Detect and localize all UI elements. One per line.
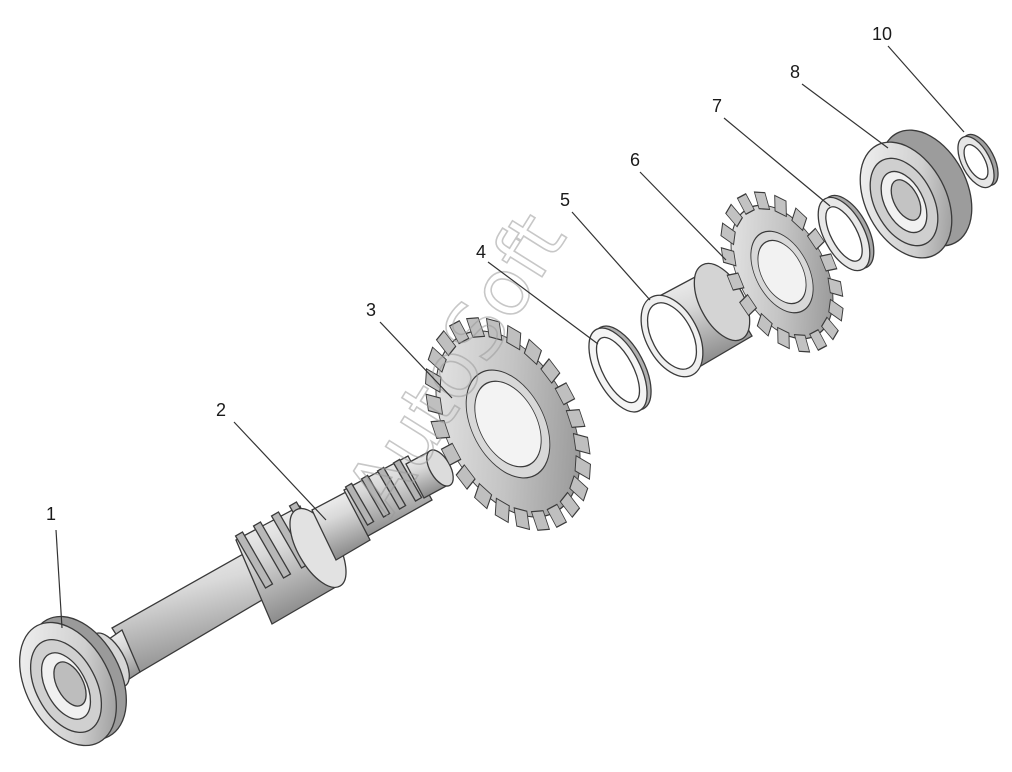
callout-1: 1 bbox=[46, 504, 56, 524]
callout-10: 10 bbox=[872, 24, 892, 44]
lockwasher-part-10 bbox=[957, 133, 999, 189]
gear-part-7 bbox=[720, 191, 844, 353]
ring-part-4 bbox=[588, 325, 652, 413]
callout-2: 2 bbox=[216, 400, 226, 420]
leader-6 bbox=[639, 171, 727, 261]
callout-3: 3 bbox=[366, 300, 376, 320]
washer-part-7b bbox=[817, 194, 875, 272]
leader-3 bbox=[379, 321, 453, 399]
callout-6: 6 bbox=[630, 150, 640, 170]
callout-numbers: 1 2 3 4 5 6 7 8 10 bbox=[46, 24, 892, 524]
bearing-part-1 bbox=[19, 615, 127, 747]
gear-part-3 bbox=[425, 317, 591, 531]
callout-7: 7 bbox=[712, 96, 722, 116]
callout-5: 5 bbox=[560, 190, 570, 210]
leader-7 bbox=[723, 117, 831, 207]
bearing-part-8 bbox=[859, 129, 973, 259]
leader-2 bbox=[233, 421, 327, 521]
leader-5 bbox=[571, 211, 651, 301]
callout-8: 8 bbox=[790, 62, 800, 82]
leader-8 bbox=[801, 83, 889, 149]
bushing-part-6 bbox=[640, 262, 753, 378]
callout-4: 4 bbox=[476, 242, 486, 262]
leader-1 bbox=[55, 529, 63, 629]
leader-lines bbox=[55, 45, 965, 629]
leader-4 bbox=[487, 261, 599, 345]
leader-10 bbox=[887, 45, 965, 133]
